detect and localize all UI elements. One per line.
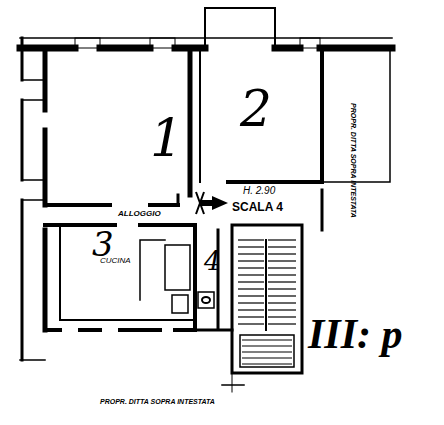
room-name: CUCINA: [100, 256, 131, 265]
height-dimension: H. 2.90: [243, 185, 275, 196]
ownership-note: PROPR. DITTA SOPRA INTESTATA: [100, 398, 215, 405]
stair-label: SCALA 4: [232, 200, 283, 214]
floor-label: III: p: [308, 310, 403, 358]
ownership-note: PROPR. DITTA SOPRA INTESTATA: [349, 103, 356, 218]
room-number: 1: [150, 108, 183, 168]
room-number: 4: [204, 246, 221, 276]
unit-label: ALLOGGIO: [118, 209, 161, 218]
room-number: 2: [240, 80, 272, 138]
